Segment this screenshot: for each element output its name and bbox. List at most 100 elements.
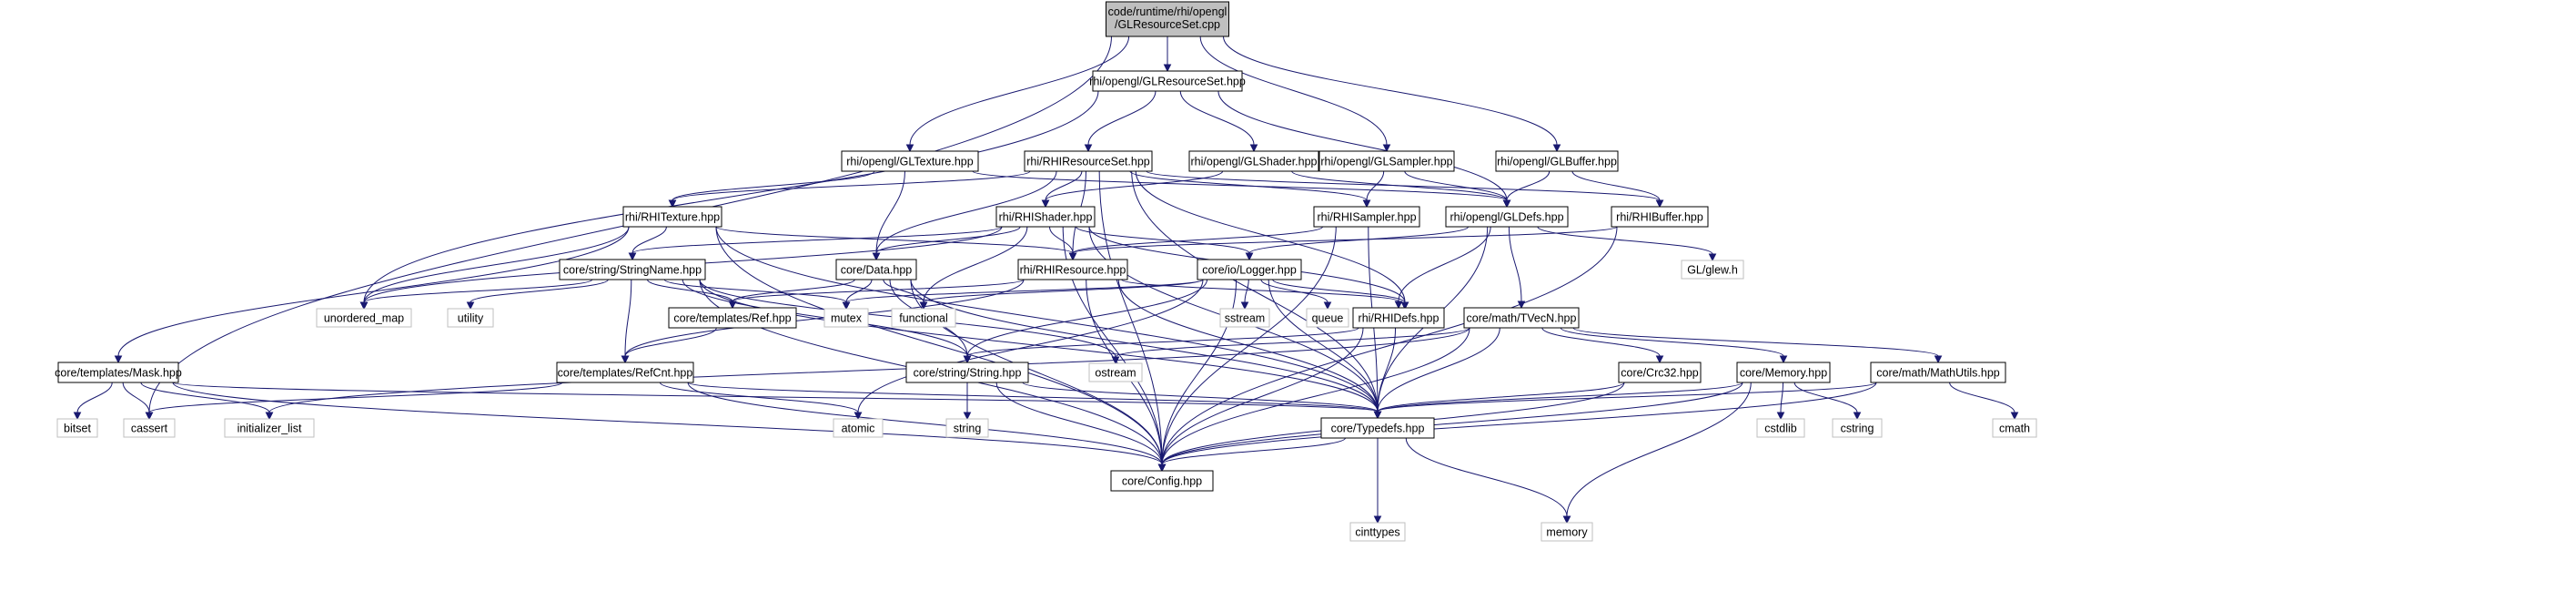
edge-root-to-glsampler (1199, 36, 1391, 153)
edge-line (1045, 170, 1083, 201)
edge-strname-to-ref (647, 279, 737, 310)
node-glrs-h[interactable]: rhi/opengl/GLResourceSet.hpp (1089, 70, 1246, 92)
node-bitset: bitset (56, 418, 98, 438)
node-rhires[interactable]: rhi/RHIResource.hpp (1017, 259, 1128, 280)
node-box (316, 308, 412, 328)
node-box (56, 418, 98, 438)
edge-logger-to-mutex (842, 279, 1204, 311)
edge-arrowhead (1655, 199, 1664, 209)
edge-line (715, 226, 1074, 254)
node-glsampler[interactable]: rhi/opengl/GLSampler.hpp (1318, 150, 1455, 172)
edge-arrowhead (1163, 64, 1172, 73)
edge-line (883, 279, 924, 303)
node-logger[interactable]: core/io/Logger.hpp (1197, 259, 1302, 280)
edge-string-h-to-string-std (963, 382, 972, 421)
edge-line (1244, 279, 1249, 303)
edge-line (995, 382, 1163, 465)
node-utility: utility (447, 308, 494, 328)
node-label: cassert (131, 423, 168, 435)
edge-arrowhead (919, 301, 928, 311)
node-mask[interactable]: core/templates/Mask.hpp (55, 362, 182, 383)
node-label: core/math/MathUtils.hpp (1876, 367, 2000, 380)
node-box (1541, 522, 1593, 542)
node-string-h[interactable]: core/string/String.hpp (905, 362, 1029, 383)
edge-rhires-to-rhidefs (1121, 279, 1403, 310)
edge-arrowhead (1382, 144, 1391, 153)
node-gltex[interactable]: rhi/opengl/GLTexture.hpp (841, 150, 979, 172)
node-config[interactable]: core/Config.hpp (1110, 470, 1214, 492)
node-label: bitset (64, 423, 91, 435)
edge-line (1560, 327, 1784, 357)
node-ostream: ostream (1088, 362, 1143, 382)
node-crc32[interactable]: core/Crc32.hpp (1618, 362, 1702, 383)
node-box (1870, 362, 2006, 383)
node-glbuffer[interactable]: rhi/opengl/GLBuffer.hpp (1495, 150, 1619, 172)
node-label: core/Memory.hpp (1740, 367, 1827, 380)
node-box (1110, 470, 1214, 492)
node-box (1320, 417, 1435, 439)
node-rhishader[interactable]: rhi/RHIShader.hpp (995, 206, 1096, 228)
node-data[interactable]: core/Data.hpp (835, 259, 917, 280)
edge-line (1571, 170, 1661, 201)
node-cmath: cmath (1992, 418, 2037, 438)
edge-line (909, 36, 1130, 146)
edge-line (363, 226, 630, 303)
edge-rhidefs-to-string-h (963, 327, 1359, 364)
node-tvecn[interactable]: core/math/TVecN.hpp (1463, 307, 1580, 329)
node-layer: code/runtime/rhi/opengl/GLResourceSet.cp… (55, 1, 2037, 542)
edge-line (1377, 327, 1500, 413)
edge-logger-to-functional (919, 279, 1204, 311)
node-rhitex[interactable]: rhi/RHITexture.hpp (622, 206, 722, 228)
edge-arrowhead (1394, 301, 1403, 310)
node-typedefs[interactable]: core/Typedefs.hpp (1320, 417, 1435, 439)
edge-strname-to-umap (359, 279, 593, 311)
node-root[interactable]: code/runtime/rhi/opengl/GLResourceSet.cp… (1106, 1, 1229, 37)
edge-memory-h-to-memory-std (1562, 382, 1752, 525)
edge-root-to-glrs-h (1163, 36, 1172, 73)
node-refcnt[interactable]: core/templates/RefCnt.hpp (556, 362, 694, 383)
edge-typedefs-to-config (1157, 437, 1346, 473)
node-label-line: code/runtime/rhi/opengl (1108, 5, 1227, 18)
edge-line (1404, 170, 1508, 201)
edge-glrs-h-to-glshader (1179, 90, 1258, 153)
node-glshader[interactable]: rhi/opengl/GLShader.hpp (1188, 150, 1319, 172)
edge-line (1115, 327, 1470, 358)
edge-arrowhead (668, 199, 677, 209)
edge-line (875, 226, 1021, 254)
edge-gltex-to-gldefs (972, 170, 1511, 209)
edge-rhires-to-ref (728, 279, 1025, 310)
node-rhidefs[interactable]: rhi/RHIDefs.hpp (1352, 307, 1445, 329)
node-ref[interactable]: core/templates/Ref.hpp (668, 307, 797, 329)
node-label: rhi/RHIResourceSet.hpp (1026, 156, 1150, 168)
node-rhisampler[interactable]: rhi/RHISampler.hpp (1313, 206, 1420, 228)
edge-line (268, 327, 1470, 413)
node-rhibuffer[interactable]: rhi/RHIBuffer.hpp (1611, 206, 1709, 228)
edge-arrowhead (145, 412, 154, 421)
node-rhirs[interactable]: rhi/RHIResourceSet.hpp (1024, 150, 1153, 172)
edge-line (732, 279, 1025, 302)
edge-arrowhead (1323, 301, 1332, 311)
node-gldefs[interactable]: rhi/opengl/GLDefs.hpp (1445, 206, 1569, 228)
edge-arrowhead (1853, 412, 1862, 421)
edge-line (1405, 437, 1568, 517)
edge-line (687, 382, 1379, 413)
node-memory-h[interactable]: core/Memory.hpp (1736, 362, 1831, 383)
edge-mathutils-to-typedefs (1373, 382, 1877, 420)
node-strname[interactable]: core/string/StringName.hpp (559, 259, 706, 280)
edge-line (1217, 90, 1508, 201)
edge-rhidefs-to-typedefs (1373, 327, 1397, 420)
node-mathutils[interactable]: core/math/MathUtils.hpp (1870, 362, 2006, 383)
node-label: rhi/opengl/GLShader.hpp (1191, 156, 1318, 168)
node-glew: GL/glew.h (1681, 260, 1744, 280)
edge-line (1541, 327, 1661, 357)
node-box (995, 206, 1096, 228)
node-box (833, 418, 884, 438)
edge-line (1049, 226, 1074, 254)
edge-rhirs-to-vector (1135, 170, 1409, 311)
node-sstream: sstream (1219, 308, 1270, 328)
edge-arrowhead (1373, 515, 1382, 525)
node-label: rhi/opengl/GLTexture.hpp (846, 156, 973, 168)
edge-memory-h-to-cstdlib (1776, 382, 1785, 421)
edge-line (1223, 36, 1558, 146)
node-box (1832, 418, 1883, 438)
